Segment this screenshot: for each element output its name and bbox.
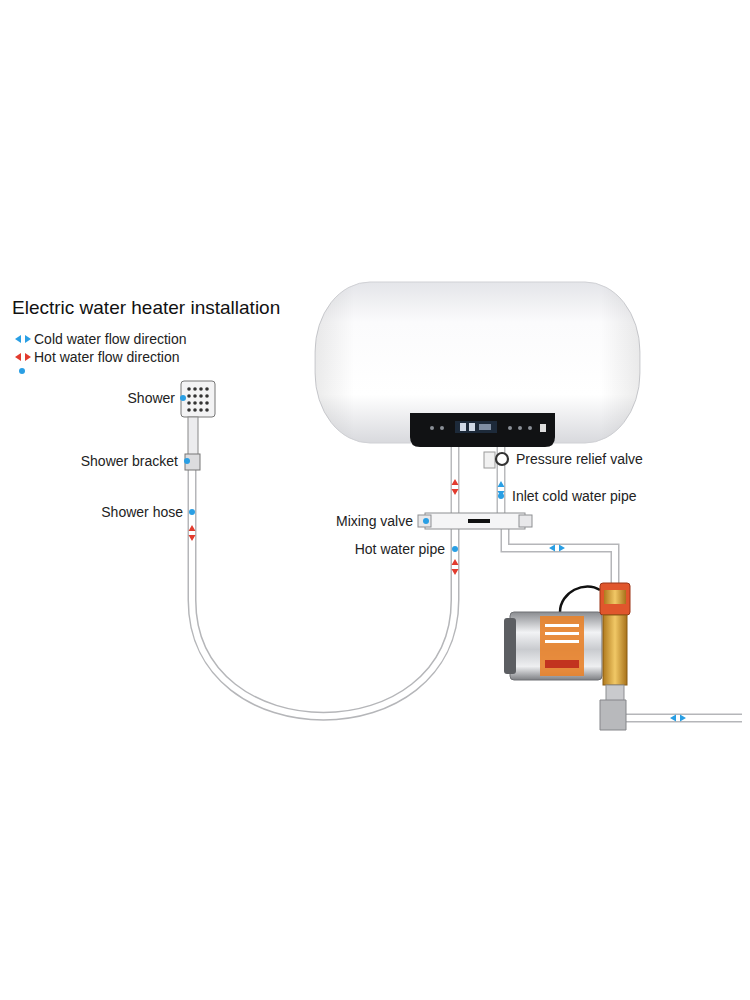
hose [192,470,455,716]
hose-outline [192,470,455,716]
display-segment [460,423,466,431]
cold-arrow [670,715,686,722]
pump-label [540,616,584,676]
valve-fitting [519,515,532,527]
part-label: Shower [128,389,175,407]
leader-dot [452,546,458,552]
control-panel [410,413,555,447]
flow-switch [600,583,630,615]
valve-fitting [418,515,431,527]
water-heater [315,282,640,447]
hot-arrow [452,479,459,495]
brass-fitting [603,615,627,685]
hot-arrow [189,525,196,541]
hot-flow-arrows [189,479,459,575]
legend-arrow [14,352,32,362]
supply-pipe-outline [625,714,742,723]
valve-bar [425,513,525,529]
part-label: Hot water pipe [355,540,445,558]
pump-label-line [545,624,579,627]
cold-flow-arrows [498,481,687,722]
legend-arrow-head [15,353,31,361]
panel-button [508,426,512,430]
display-segment [469,423,475,431]
pipe-nipple [606,685,624,701]
part-label: Inlet cold water pipe [512,487,637,505]
pipe-elbow [600,700,626,730]
cold-water-line [505,529,742,718]
part-label: Mixing valve [336,512,413,530]
hot-arrow [452,559,459,575]
shower-hose [192,470,455,716]
diagram-title: Electric water heater installation [12,296,280,320]
shower-nozzles [187,387,209,412]
panel-button [518,426,522,430]
legend-text: Hot water flow direction [34,348,180,366]
part-label: Pressure relief valve [516,450,643,468]
legend-arrow-head [15,335,31,343]
leader-dot [498,493,504,499]
pump-body [510,612,602,680]
pump-cable [560,586,600,612]
cold-arrow [549,545,565,552]
cold-line-outline [505,529,615,585]
panel-button [430,426,434,430]
leader-dot [423,518,429,524]
supply-pipe [625,715,742,721]
leader-dot [180,395,186,401]
leader-dot [184,458,190,464]
part-label: Shower hose [101,503,183,521]
display-screen [455,421,497,433]
flow-switch-cap [604,590,626,604]
pump-end-cap [504,618,516,674]
shower-handle [188,417,198,457]
mixing-valve [418,513,532,529]
panel-button [528,426,532,430]
legend-text: Cold water flow direction [34,330,187,348]
hot-pipe [452,447,458,513]
leader-dots [19,368,504,552]
pump-label-line [545,640,579,643]
shower-head [181,381,215,417]
part-label: Shower bracket [81,452,178,470]
display-segment [479,424,491,430]
legend-dot [19,368,25,374]
pump-label-line [545,632,579,635]
hot-pipe-outline [451,447,460,513]
panel-button [440,426,444,430]
leader-dot [189,509,195,515]
valve-ring [496,453,508,465]
pressure-relief-valve [484,452,508,468]
valve-body [484,452,495,468]
heater-pipes [455,447,501,513]
booster-pump [504,583,630,730]
shower [181,381,215,470]
cold-line [505,529,615,585]
valve-slot [468,519,490,523]
pump-label-band [545,660,579,668]
shower-bracket [185,454,200,470]
legend-arrow [14,334,32,344]
panel-icon [540,424,546,432]
